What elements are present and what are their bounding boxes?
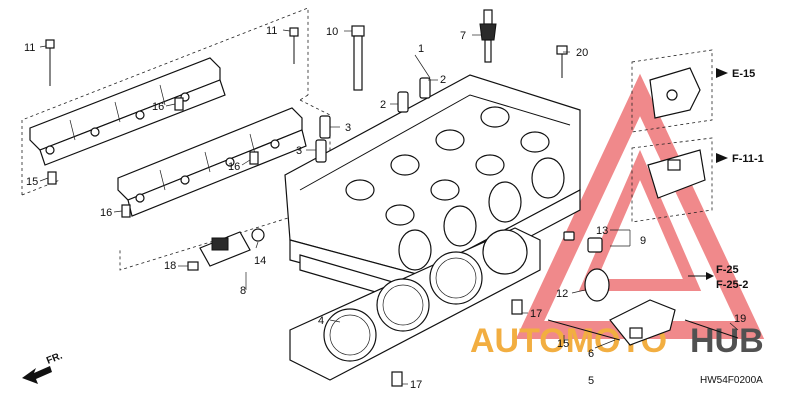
reference-inset-upper [631, 49, 713, 133]
panel-outline [21, 7, 309, 195]
reference-f-25-2: F-25-2 [716, 279, 748, 291]
callout-9: 9 [640, 235, 646, 247]
callout-15: 15 [557, 338, 569, 350]
bolt-20 [556, 45, 568, 78]
callout-4: 4 [318, 315, 324, 327]
reference-inset-lower [631, 137, 713, 223]
ref-arrow-f25 [688, 272, 714, 280]
gasket-dowel [391, 371, 403, 387]
leader-lines [39, 29, 739, 385]
callout-16: 16 [100, 207, 112, 219]
callout-16: 16 [228, 161, 240, 173]
head-gasket [289, 227, 541, 381]
callout-16: 16 [152, 101, 164, 113]
front-direction-arrow [22, 366, 52, 384]
callout-13: 13 [596, 225, 608, 237]
callout-12: 12 [556, 288, 568, 300]
callout-17: 17 [410, 379, 422, 391]
front-direction-label: FR. [45, 350, 64, 366]
ref-arrow-e15 [716, 68, 728, 78]
camshaft-holder-panel [21, 7, 331, 271]
gasket-dowel [511, 299, 523, 315]
callout-1: 1 [418, 43, 424, 55]
callout-10: 10 [326, 26, 338, 38]
ref-arrow-f111 [716, 153, 728, 163]
callout-17: 17 [530, 308, 542, 320]
watermark-text-right: HUB [690, 322, 764, 360]
head-bolt [351, 25, 365, 91]
callout-7: 7 [460, 30, 466, 42]
reference-f-25: F-25 [716, 264, 739, 276]
callout-18: 18 [164, 260, 176, 272]
holder-bolt-right [289, 27, 299, 64]
callout-6: 6 [588, 348, 594, 360]
callout-8: 8 [240, 285, 246, 297]
cam-position-sensor [187, 228, 265, 271]
watermark-triangle-inner [578, 149, 702, 291]
callout-3: 3 [296, 145, 302, 157]
spark-plug-tube-group [315, 77, 431, 163]
spark-plug [479, 9, 497, 63]
dowel-pin [174, 97, 184, 111]
holder-bolt-left [45, 39, 55, 86]
dowel-pin [249, 151, 259, 165]
dowel-pin [121, 204, 131, 218]
callout-11: 11 [24, 42, 35, 54]
callout-2: 2 [380, 99, 386, 111]
callout-15: 15 [26, 176, 38, 188]
diagram-code: HW54F0200A [700, 375, 763, 386]
camshaft-holder-lower [117, 107, 307, 217]
callout-5: 5 [588, 375, 594, 387]
reference-e-15: E-15 [732, 68, 755, 80]
callout-11: 11 [266, 25, 277, 37]
callout-19: 19 [734, 313, 746, 325]
cylinder-head [284, 74, 581, 306]
callout-14: 14 [254, 255, 266, 267]
callout-3: 3 [345, 122, 351, 134]
callout-2: 2 [440, 74, 446, 86]
reference-f-11-1: F-11-1 [732, 153, 764, 165]
oil-control-valve [547, 231, 739, 346]
dowel-pin [47, 171, 57, 185]
callout-20: 20 [576, 47, 588, 59]
